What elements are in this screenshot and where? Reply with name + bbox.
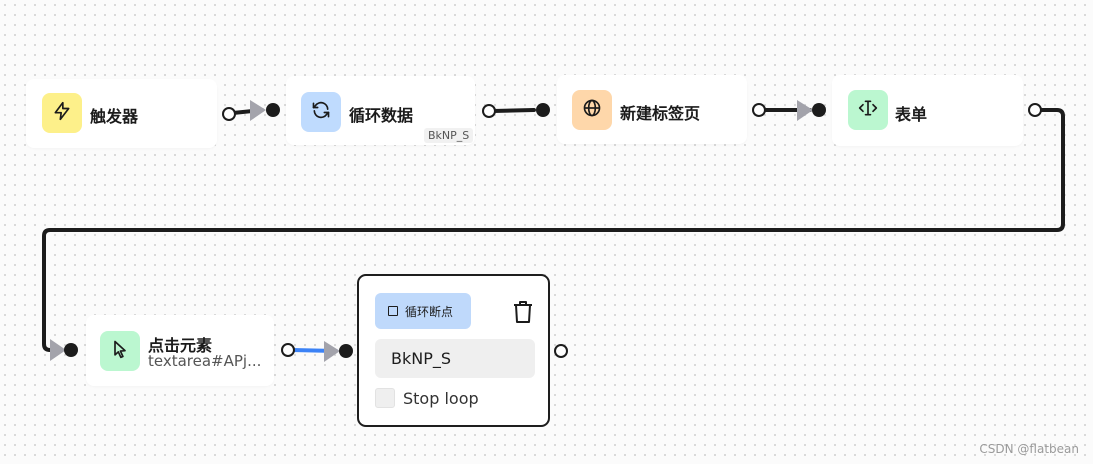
refresh-icon <box>311 100 331 124</box>
loop-breakpoint-badge: 循环断点 <box>375 293 471 329</box>
stop-loop-checkbox[interactable] <box>375 388 395 408</box>
node-loop-data-icon-box <box>301 92 341 132</box>
node-click-element-title: 点击元素 <box>148 336 213 355</box>
loop-breakpoint-output-port[interactable] <box>554 344 568 358</box>
node-loop-data-id-tag: BkNP_S <box>424 128 474 143</box>
edge-click-to-loop-breakpoint[interactable] <box>290 348 338 353</box>
node-loop-breakpoint[interactable]: 循环断点 Stop loop <box>357 274 550 427</box>
watermark: CSDN @flatbean <box>979 442 1079 456</box>
loop-breakpoint-badge-label: 循环断点 <box>405 304 454 319</box>
lightning-icon <box>52 101 72 125</box>
loop-id-input[interactable] <box>375 339 535 378</box>
edge-loop-data-to-new-tab[interactable] <box>491 108 536 113</box>
square-icon <box>388 306 398 316</box>
cursor-icon <box>110 339 130 363</box>
node-trigger[interactable]: 触发器 <box>26 79 217 148</box>
click-element-input-port[interactable] <box>64 343 78 357</box>
edge-trigger-to-loop-data[interactable] <box>231 108 264 115</box>
node-new-tab[interactable]: 新建标签页 <box>557 75 747 144</box>
node-new-tab-title: 新建标签页 <box>620 104 701 123</box>
new-tab-input-port[interactable] <box>536 103 550 117</box>
node-click-element-subtitle: textarea#APj... <box>148 352 262 370</box>
trash-icon[interactable] <box>512 300 534 324</box>
node-form-icon-box <box>848 90 888 130</box>
node-loop-data-title: 循环数据 <box>349 106 414 125</box>
form-output-port[interactable] <box>1028 103 1042 117</box>
edge-form-to-click-element[interactable] <box>42 108 1065 352</box>
stop-loop-label: Stop loop <box>403 389 479 408</box>
node-trigger-title: 触发器 <box>90 107 139 126</box>
node-click-element-icon-box <box>100 331 140 371</box>
node-form[interactable]: 表单 <box>832 75 1023 146</box>
form-input-port[interactable] <box>812 103 826 117</box>
node-new-tab-icon-box <box>572 90 612 130</box>
click-element-output-port[interactable] <box>281 343 295 357</box>
node-click-element[interactable]: 点击元素 textarea#APj... <box>86 315 274 386</box>
node-form-title: 表单 <box>895 105 928 124</box>
globe-icon <box>582 98 602 122</box>
new-tab-output-port[interactable] <box>752 103 766 117</box>
node-loop-data[interactable]: 循环数据 BkNP_S <box>286 76 475 145</box>
loop-data-output-port[interactable] <box>482 104 496 118</box>
trigger-output-port[interactable] <box>222 107 236 121</box>
loop-breakpoint-input-port[interactable] <box>339 344 353 358</box>
node-trigger-icon-box <box>42 93 82 133</box>
text-cursor-icon <box>858 98 878 122</box>
loop-data-input-port[interactable] <box>266 103 280 117</box>
